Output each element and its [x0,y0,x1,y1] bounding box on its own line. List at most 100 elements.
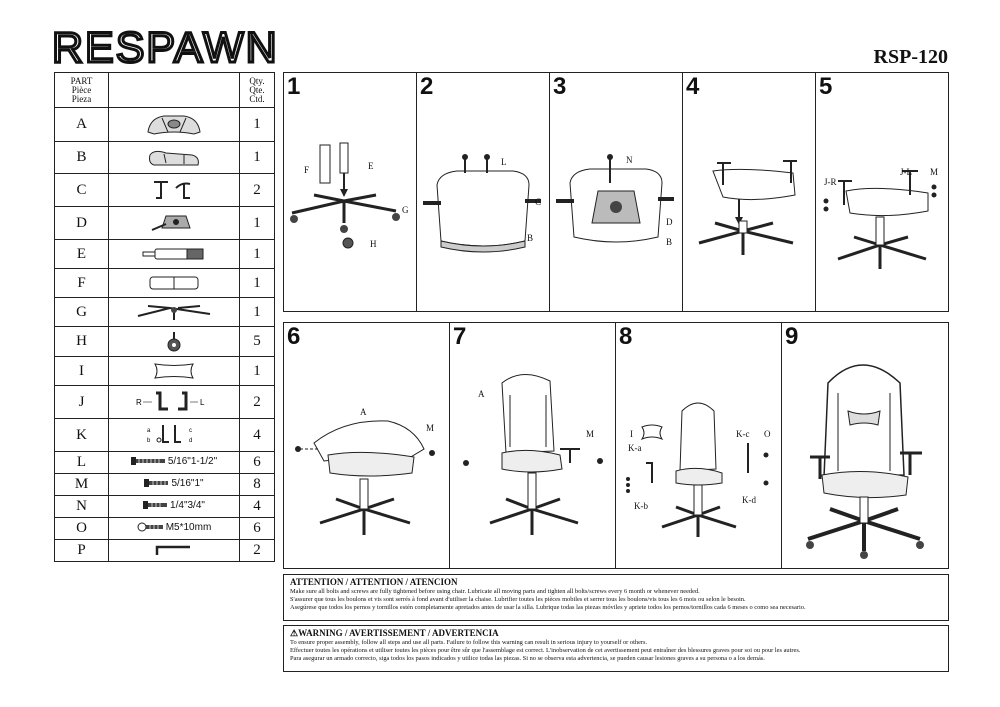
picture-header [108,72,240,108]
part-letter: B [54,141,109,174]
table-row: F 1 [54,268,275,298]
allen-key-icon [155,545,190,555]
step-1-illustration [290,142,400,249]
attention-line: Make sure all bolts and screws are fully… [290,588,700,595]
svg-text:c: c [189,428,192,434]
step-panel-4: 4 [682,72,816,312]
part-letter: L [54,451,109,474]
part-qty: 1 [239,141,275,174]
svg-text:a: a [147,428,151,434]
part-qty: 8 [239,473,275,496]
callout-label: K-c [736,429,750,439]
part-letter: N [54,495,109,518]
callout-label: B [666,237,673,247]
step-9-illustration [806,364,924,559]
callout-label: G [402,205,409,215]
part-qty: 2 [239,385,275,419]
step-number: 3 [553,73,567,100]
callout-label: A [360,407,367,417]
part-qty: 5 [239,326,275,357]
part-spec: 1/4"3/4" [170,499,205,511]
screw-icon [137,522,163,532]
warning-title: WARNING / AVERTISSEMENT / ADVERTENCIA [298,628,499,638]
caster-icon [167,331,181,351]
step-panel-3: 3 N D B [549,72,683,312]
part-letter: A [54,107,109,142]
part-qty: 1 [239,239,275,269]
backrest-icon [147,115,201,135]
callout-label: M [426,423,435,433]
step-panel-7: 7 A M [449,322,616,569]
part-qty: 2 [239,173,275,207]
table-row: I 1 [54,356,275,386]
part-letter: K [54,418,109,452]
callout-label: A [478,389,485,399]
step-panel-6: 6 A M [283,322,450,569]
gas-cylinder-icon [142,248,204,260]
table-row: D 1 [54,206,275,240]
part-letter: F [54,268,109,298]
svg-text:b: b [147,438,151,444]
part-letter: O [54,517,109,540]
part-qty: 4 [239,495,275,518]
part-letter: I [54,356,109,386]
step-panel-5: 5 J-R J-L M [815,72,949,312]
warning-line: Effectuer toutes les opérations et utili… [290,647,801,655]
part-qty: 1 [239,297,275,327]
part-qty: 1 [239,107,275,142]
bolt-icon [130,457,165,466]
part-qty: 1 [239,268,275,298]
part-letter: J [54,385,109,419]
part-letter: G [54,297,109,327]
table-row: M 5/16"1" 8 [54,473,275,496]
table-row: C 2 [54,173,275,207]
table-row: A 1 [54,107,275,142]
table-row: H 5 [54,326,275,357]
seat-icon [149,150,199,165]
svg-text:R: R [136,398,142,407]
step-3-illustration [556,154,674,243]
part-qty: 1 [239,206,275,240]
callout-label: B [527,233,534,243]
part-letter: P [54,539,109,562]
warning-line: To ensure proper assembly, follow all st… [290,639,648,646]
part-qty: 6 [239,451,275,474]
part-spec: 5/16"1" [171,477,204,489]
part-qty: 2 [239,539,275,562]
warning-line: Para asegurar un armado correcto, siga t… [290,655,765,663]
table-row: E 1 [54,239,275,269]
step-number: 2 [420,73,434,100]
mechanism-icon [151,215,191,231]
step-4-illustration [698,160,797,255]
attention-notice: ATTENTION / ATTENTION / ATENCION Make su… [283,574,949,621]
table-row: N 1/4"3/4" 4 [54,495,275,518]
step-panel-2: 2 L C B [416,72,550,312]
bolt-icon [144,479,169,488]
table-row: G 1 [54,297,275,327]
callout-label: L [501,157,507,167]
base-icon [137,305,211,320]
callout-label: C [535,197,542,207]
step-8-illustration [626,402,769,537]
part-qty: 1 [239,356,275,386]
step-2-illustration [423,154,541,253]
table-row: O M5*10mm 6 [54,517,275,540]
part-qty: 4 [239,418,275,452]
step-panel-9: 9 [781,322,949,569]
callout-label: J-R [824,177,837,187]
cylinder-cover-icon [149,276,199,290]
part-spec: 5/16"1-1/2" [167,455,218,467]
callout-label: E [368,161,374,171]
callout-label: J-L [900,167,912,177]
step-number: 9 [785,323,799,350]
step-number: 5 [819,73,833,100]
callout-label: O [764,429,771,439]
callout-label: D [666,217,673,227]
part-letter: E [54,239,109,269]
part-spec: M5*10mm [165,521,212,533]
brand-logo: RESPAWN [51,23,332,74]
